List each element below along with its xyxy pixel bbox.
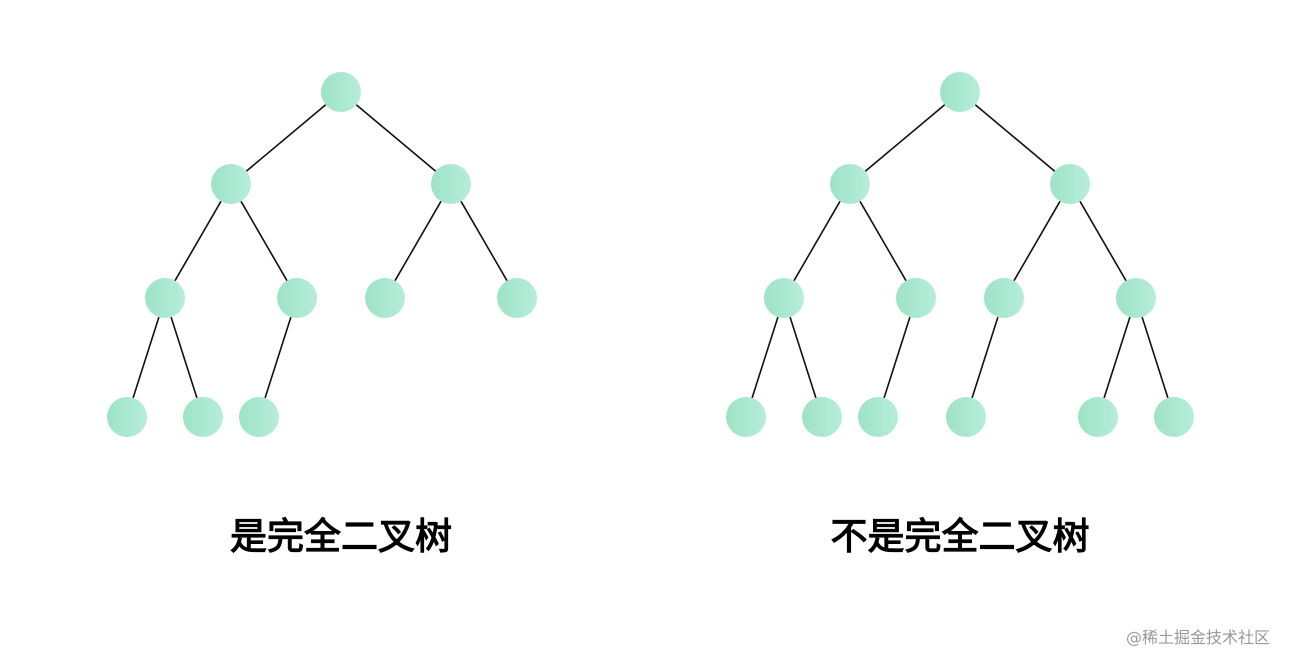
tree-node — [830, 164, 870, 204]
tree-edge — [132, 316, 160, 399]
tree-edge — [174, 200, 222, 282]
tree-node — [145, 278, 185, 318]
tree-nodes — [107, 72, 537, 437]
tree-edges — [132, 104, 508, 399]
tree-edge — [245, 104, 327, 172]
tree-node — [858, 397, 898, 437]
tree-node — [239, 397, 279, 437]
non-complete-binary-tree: 不是完全二叉树 — [726, 72, 1194, 558]
tree-node — [896, 278, 936, 318]
tree-nodes — [726, 72, 1194, 437]
tree-node — [726, 397, 766, 437]
tree-edge — [170, 316, 198, 399]
caption-not-complete-binary-tree: 不是完全二叉树 — [831, 514, 1090, 558]
tree-edge — [789, 316, 817, 399]
tree-edge — [1141, 316, 1169, 399]
tree-edge — [971, 316, 999, 399]
tree-node — [946, 397, 986, 437]
tree-edge — [751, 316, 779, 399]
tree-node — [1078, 397, 1118, 437]
tree-node — [764, 278, 804, 318]
tree-node — [277, 278, 317, 318]
tree-edge — [793, 200, 841, 282]
watermark-text: @稀土掘金技术社区 — [1125, 628, 1270, 647]
tree-edge — [1013, 200, 1061, 282]
tree-edge — [460, 200, 508, 282]
tree-node — [1116, 278, 1156, 318]
tree-node — [984, 278, 1024, 318]
tree-node — [183, 397, 223, 437]
tree-edge — [883, 316, 911, 399]
tree-edge — [240, 200, 288, 282]
tree-edge — [1103, 316, 1131, 399]
tree-edge — [1079, 200, 1127, 282]
tree-edge — [864, 104, 946, 172]
tree-node — [365, 278, 405, 318]
caption-complete-binary-tree: 是完全二叉树 — [230, 514, 452, 558]
tree-edge — [974, 104, 1056, 172]
tree-node — [497, 278, 537, 318]
tree-edge — [859, 200, 907, 282]
tree-node — [1050, 164, 1090, 204]
tree-node — [107, 397, 147, 437]
tree-node — [802, 397, 842, 437]
tree-node — [1154, 397, 1194, 437]
complete-binary-tree: 是完全二叉树 — [107, 72, 537, 558]
tree-node — [940, 72, 980, 112]
tree-edge — [355, 104, 437, 172]
tree-edge — [394, 200, 442, 282]
tree-edges — [751, 104, 1169, 399]
tree-node — [321, 72, 361, 112]
tree-node — [431, 164, 471, 204]
tree-node — [211, 164, 251, 204]
tree-edge — [264, 316, 292, 399]
